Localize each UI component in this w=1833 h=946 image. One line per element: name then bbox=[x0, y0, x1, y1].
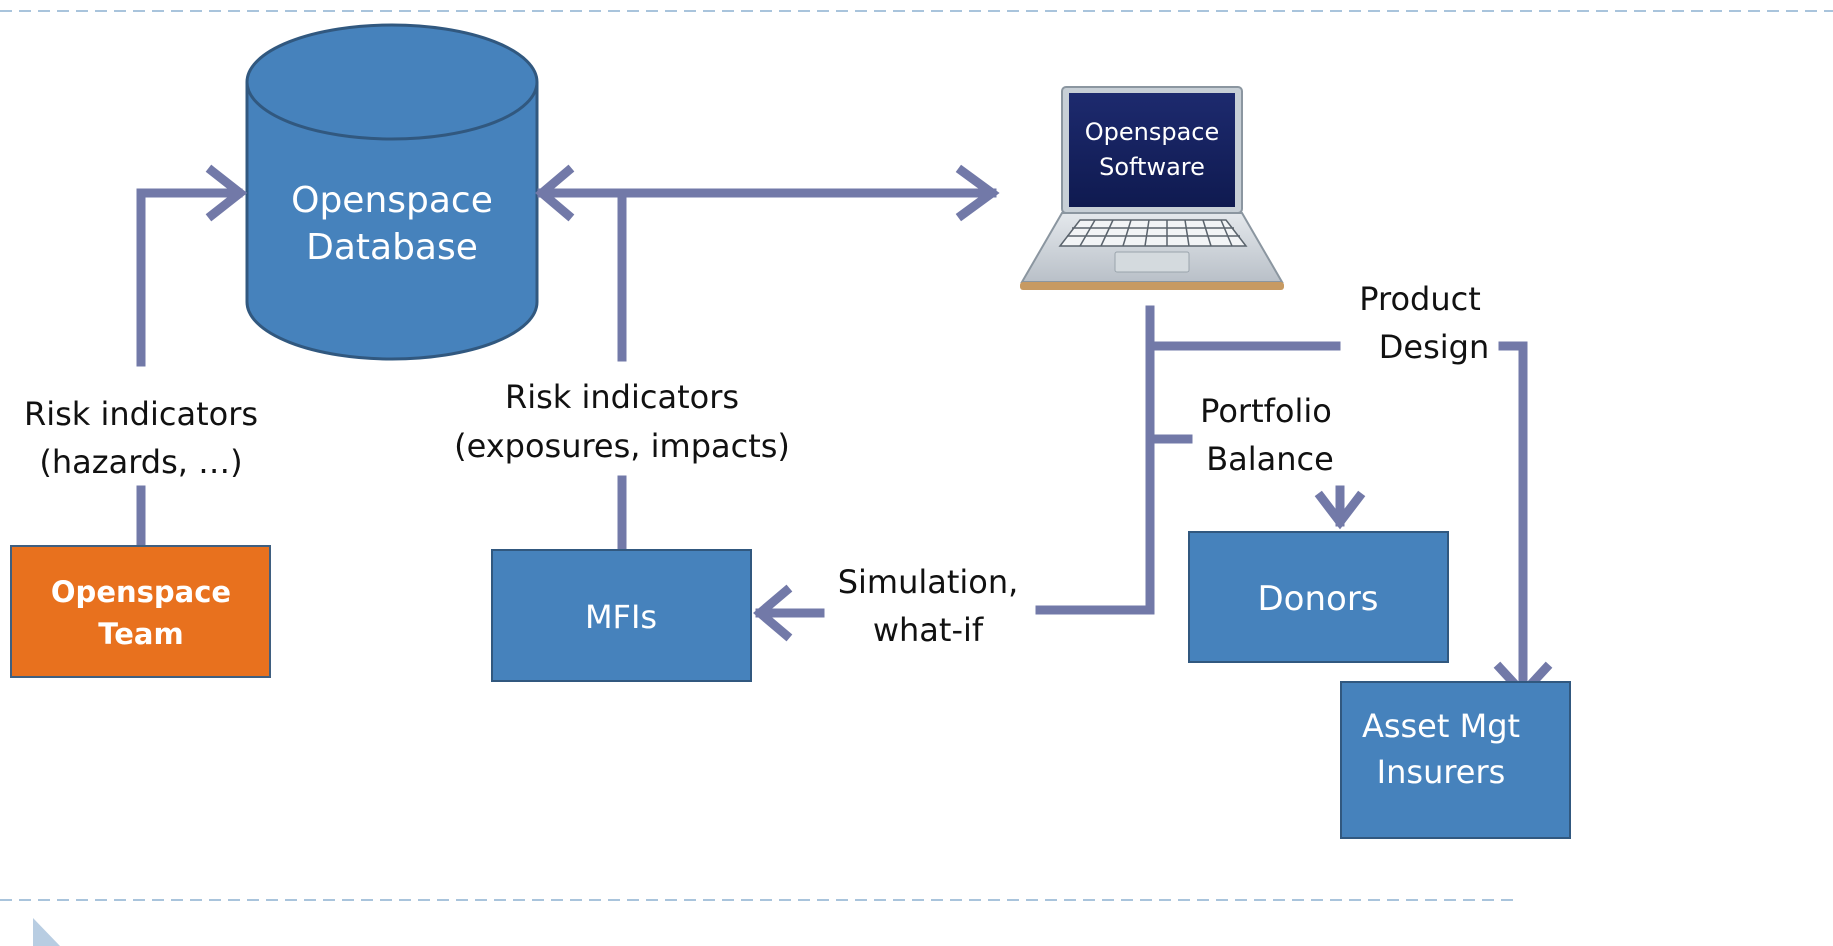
connectors bbox=[136, 164, 1553, 700]
portfolio-balance-line2: Balance bbox=[1206, 440, 1334, 478]
team-label-line2: Team bbox=[98, 617, 183, 651]
arrowhead-donors bbox=[1314, 490, 1366, 530]
product-design-line1: Product bbox=[1359, 280, 1481, 318]
arrowhead-db-left bbox=[205, 164, 248, 222]
simulation-label-line1: Simulation, bbox=[838, 563, 1019, 601]
portfolio-balance-line1: Portfolio bbox=[1200, 392, 1332, 430]
openspace-team-box[interactable]: Openspace Team bbox=[10, 545, 271, 678]
risk-indicators-left-line2: (hazards, …) bbox=[39, 443, 242, 481]
database-label-line1: Openspace bbox=[291, 180, 493, 221]
arrowhead-mfis bbox=[753, 584, 793, 642]
openspace-database[interactable]: Openspace Database bbox=[245, 23, 539, 361]
laptop-keyboard-icon bbox=[1058, 219, 1248, 247]
arrowhead-db-right bbox=[535, 164, 575, 222]
team-label-line1: Openspace bbox=[51, 575, 231, 609]
connector-labels: Risk indicators (hazards, …) Risk indica… bbox=[24, 280, 1489, 649]
asset-label-line2: Insurers bbox=[1377, 753, 1506, 791]
risk-indicators-mid-line2: (exposures, impacts) bbox=[454, 427, 790, 465]
database-label-line2: Database bbox=[306, 227, 478, 268]
software-label-line2: Software bbox=[1099, 153, 1205, 181]
donors-label: Donors bbox=[1257, 579, 1378, 619]
arrowhead-software bbox=[955, 164, 1000, 222]
laptop-touchpad bbox=[1114, 251, 1190, 273]
connector-team-to-db-upper bbox=[136, 188, 243, 367]
product-design-line2: Design bbox=[1379, 328, 1489, 366]
slide-corner-triangle bbox=[33, 918, 60, 946]
mfis-box[interactable]: MFIs bbox=[491, 549, 752, 682]
openspace-software-laptop-icon[interactable]: Openspace Software bbox=[1020, 86, 1284, 290]
software-label-line1: Openspace bbox=[1085, 118, 1220, 146]
asset-mgt-insurers-box[interactable]: Asset Mgt Insurers bbox=[1340, 681, 1571, 839]
asset-label-line1: Asset Mgt bbox=[1362, 707, 1520, 745]
simulation-label-line2: what-if bbox=[873, 611, 984, 649]
donors-box[interactable]: Donors bbox=[1188, 531, 1449, 663]
risk-indicators-left-line1: Risk indicators bbox=[24, 395, 258, 433]
mfis-label: MFIs bbox=[585, 598, 657, 636]
connector-product-design-to-asset bbox=[1498, 341, 1528, 698]
risk-indicators-mid-line1: Risk indicators bbox=[505, 378, 739, 416]
